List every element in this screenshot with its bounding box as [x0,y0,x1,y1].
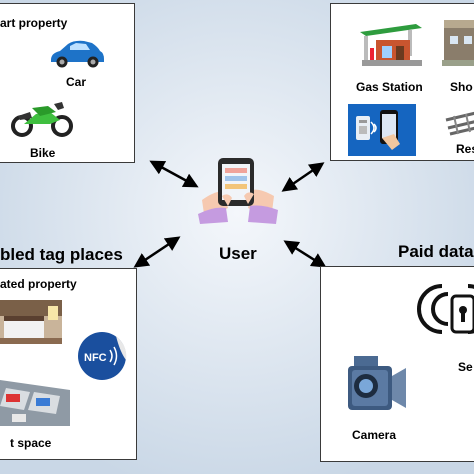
paid-data-title: Paid data [398,242,474,261]
gas-station-label: Gas Station [356,80,423,94]
nfc-text: NFC [84,352,107,364]
camera-label: Camera [352,428,397,442]
hotel-room-icon [0,300,62,344]
nfc-places-title: bled tag places [0,245,123,264]
car-label: Car [66,75,87,89]
user-label: User [219,244,257,263]
restaurant-icon [445,111,474,136]
camera-icon [348,356,406,410]
sensor-label: Se [458,360,473,374]
shop-icon [442,20,474,66]
user-phone-icon [198,158,278,224]
parking-space-label: t space [10,436,52,450]
nfc-places-header: ated property [0,277,77,291]
paid-data-panel [320,266,474,462]
arrow-top-left [149,160,199,188]
bike-label: Bike [30,146,56,160]
shop-label: Sho [450,80,473,94]
gas-station-icon [360,24,422,66]
parking-space-icon [0,380,70,426]
arrow-top-right [281,162,325,192]
sensor-icon [417,284,474,334]
arrow-bottom-right [283,240,327,268]
mobile-payment-icon [348,104,416,156]
nfc-tag-icon: NFC [78,332,127,380]
motorbike-icon [11,102,73,137]
arrow-bottom-left [133,236,181,268]
car-icon [51,40,104,68]
smart-property-header: art property [0,16,68,30]
restaurant-label: Res [456,142,474,156]
